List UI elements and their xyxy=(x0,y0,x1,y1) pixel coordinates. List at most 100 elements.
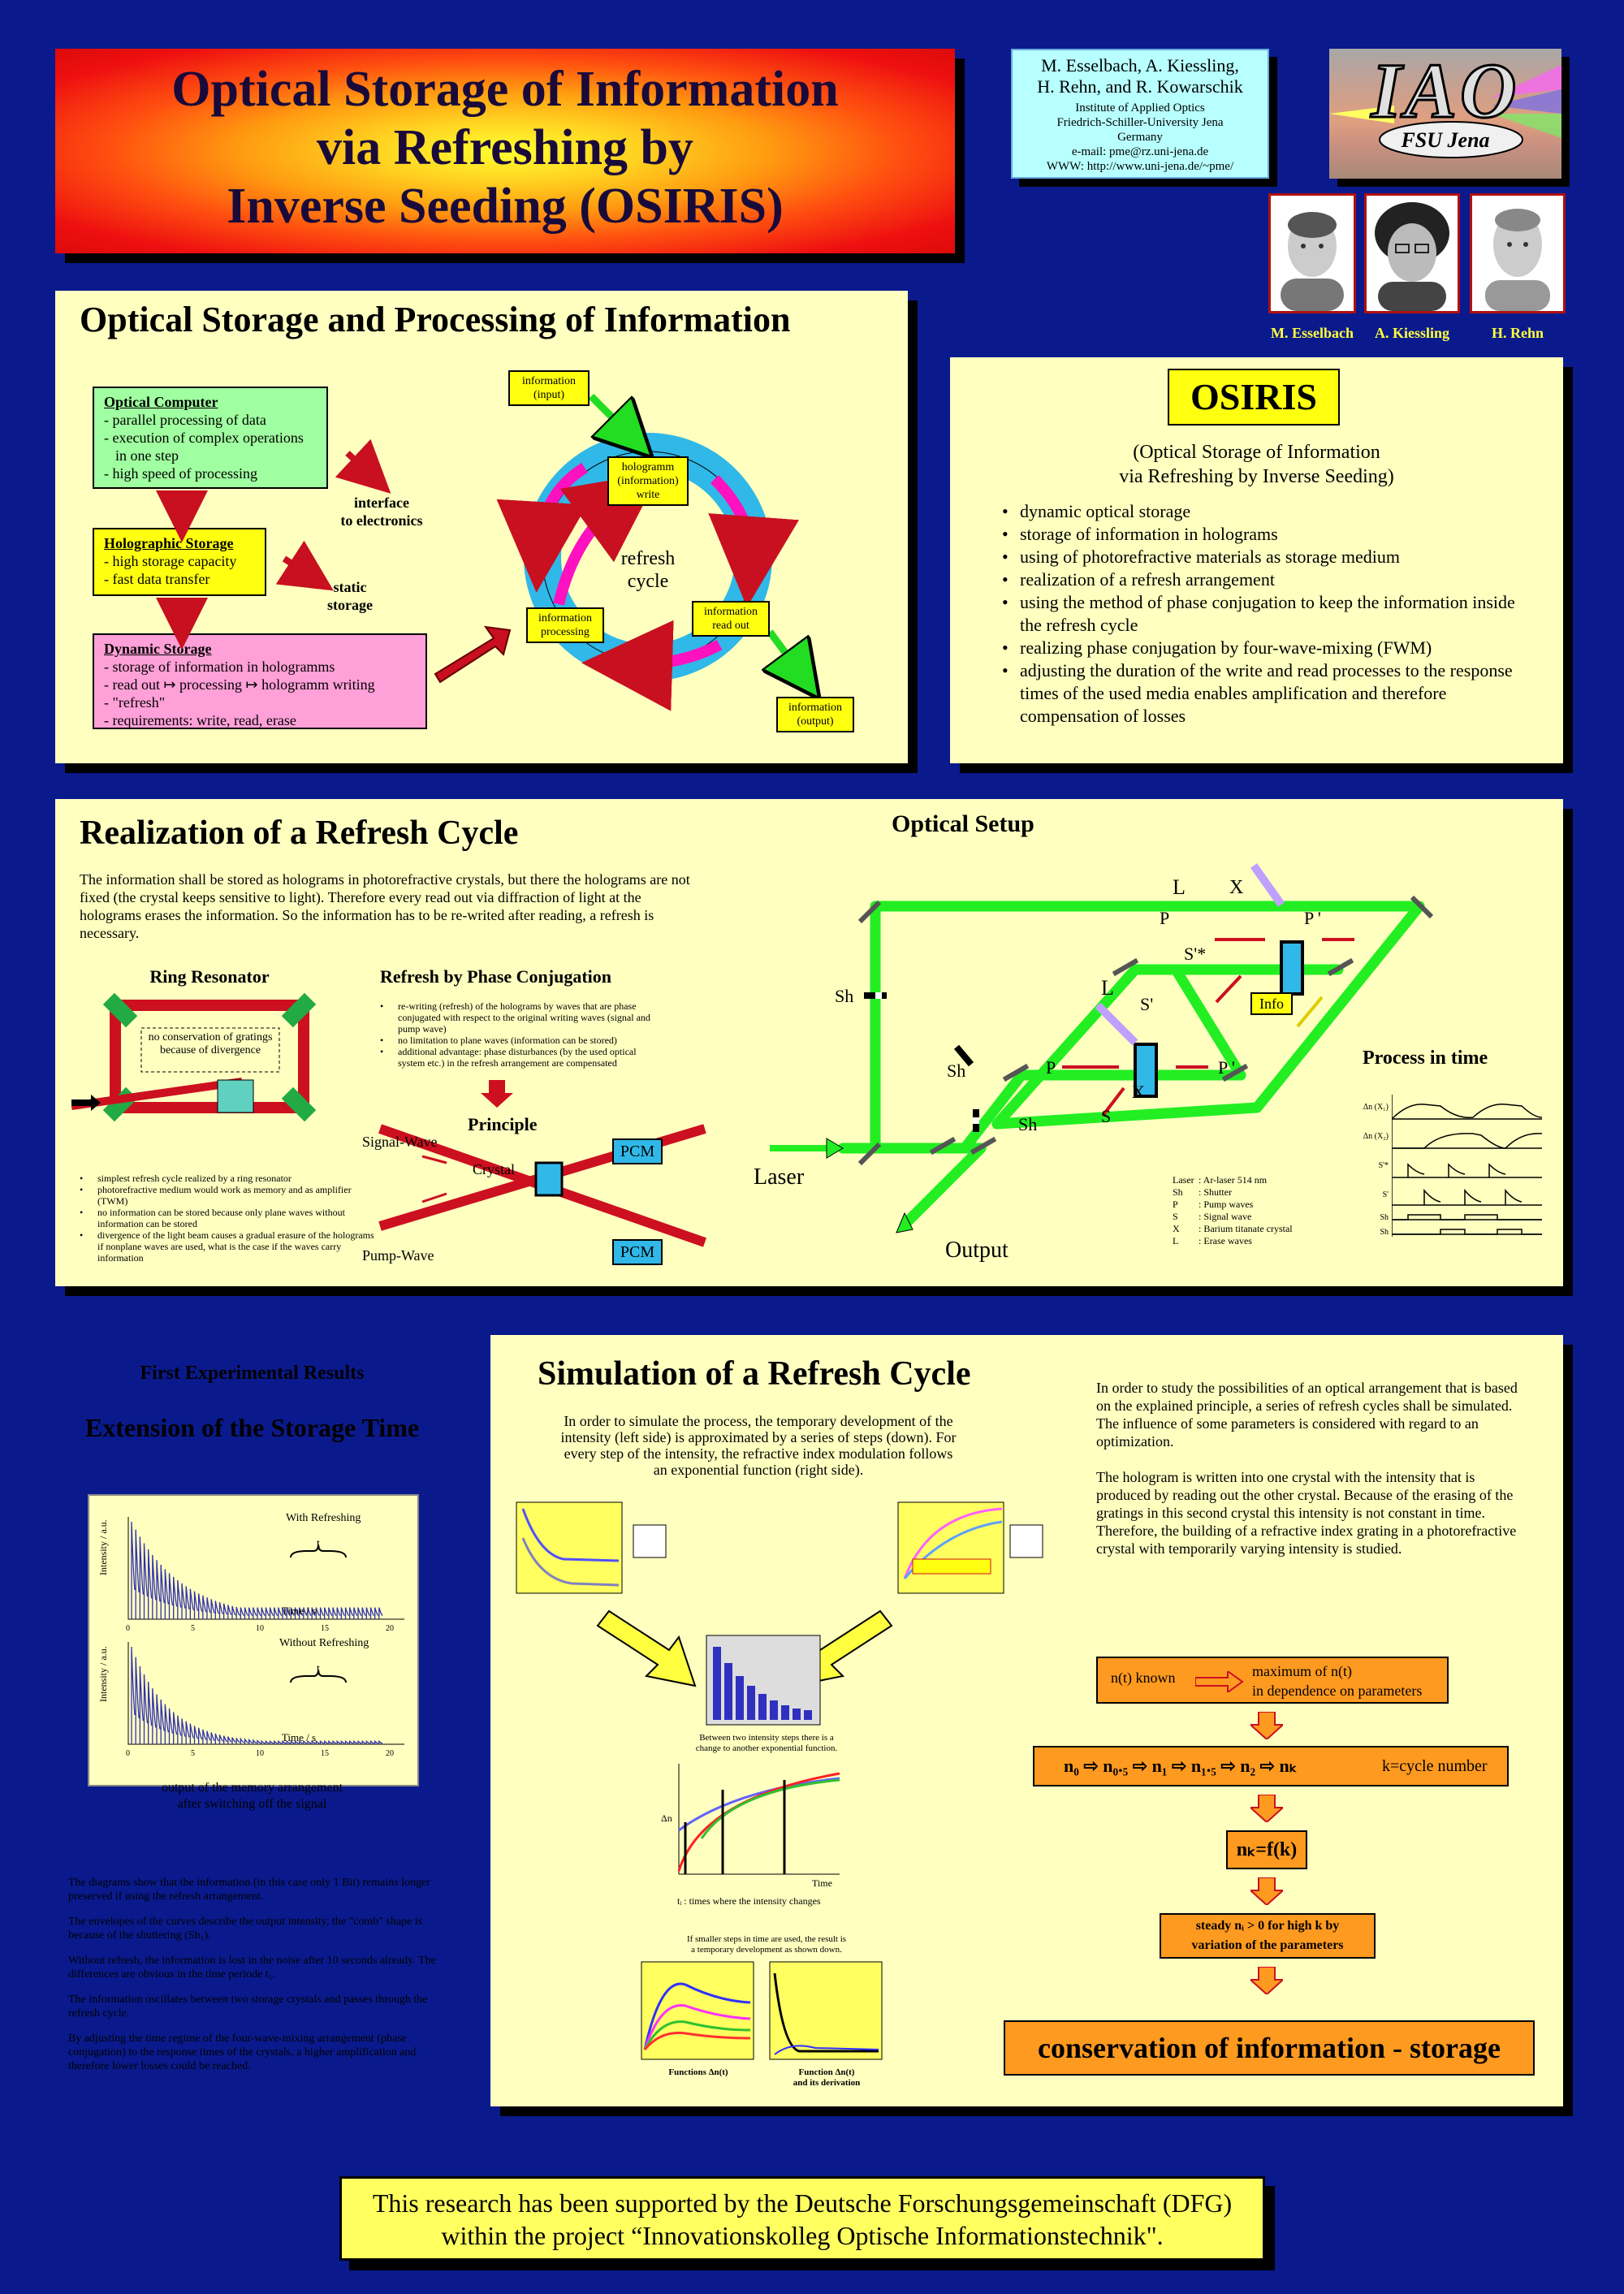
principle-diagram xyxy=(378,1080,706,1247)
dynamic-item: - requirements: write, read, erase xyxy=(104,712,296,728)
setup-legend: Laser: Ar-laser 514 nm Sh: Shutter P: Pu… xyxy=(1173,1174,1293,1247)
legend-row: Sh: Shutter xyxy=(1173,1186,1293,1199)
optical-computer-title: Optical Computer xyxy=(104,394,218,410)
section2-heading: Realization of a Refresh Cycle xyxy=(80,814,519,852)
ring-note: no conservation of gratings because of d… xyxy=(148,1031,273,1056)
chart-with-t-label: t xyxy=(317,1538,320,1550)
setup-X-top: X xyxy=(1229,877,1244,898)
legend-val: : Signal wave xyxy=(1199,1211,1252,1222)
section3-heading2: Extension of the Storage Time xyxy=(84,1413,420,1442)
process-label: S' xyxy=(1382,1190,1389,1199)
cycle-output-box: information (output) xyxy=(776,697,854,732)
panel-refresh-cycle: Realization of a Refresh Cycle The infor… xyxy=(55,799,1563,1286)
x-tick-label: 5 xyxy=(191,1624,195,1633)
title-line-3: Inverse Seeding (OSIRIS) xyxy=(227,179,784,234)
osiris-bullet: using the method of phase conjugation to… xyxy=(1002,591,1522,637)
legend-row: L: Erase waves xyxy=(1173,1235,1293,1247)
legend-val: : Erase waves xyxy=(1199,1235,1252,1246)
photo-caption-2: A. Kiessling xyxy=(1374,325,1449,341)
setup-output-label: Output xyxy=(945,1238,1009,1263)
osiris-bullet: dynamic optical storage xyxy=(1002,500,1522,523)
functions-label: Functions Δn(t) xyxy=(668,2067,728,2077)
optical-computer-item: - high speed of processing xyxy=(104,465,257,482)
setup-Pp-bottom: P ' xyxy=(1218,1057,1235,1078)
process-label: S'* xyxy=(1378,1161,1389,1170)
setup-Sp-label: S' xyxy=(1140,994,1154,1014)
legend-val: : Ar-laser 514 nm xyxy=(1199,1174,1268,1186)
setup-info-label: Info xyxy=(1250,992,1293,1015)
t1-brace xyxy=(290,1544,347,1558)
x-tick-label: 10 xyxy=(256,1624,264,1633)
section4-intro: In order to simulate the process, the te… xyxy=(560,1413,957,1478)
section4-right-p1: In order to study the possibilities of a… xyxy=(1096,1380,1518,1449)
ring-bullet: photorefractive medium would work as mem… xyxy=(80,1184,380,1207)
flow-nk-box: nₖ=f(k) xyxy=(1226,1830,1307,1869)
setup-Sstar-label: S'* xyxy=(1184,944,1207,964)
smaller-label: If smaller steps in time are used, the r… xyxy=(686,1934,847,1955)
osiris-subtitle-2: via Refreshing by Inverse Seeding) xyxy=(1119,466,1394,487)
holographic-item: - fast data transfer xyxy=(104,571,210,587)
optical-computer-item: in one step xyxy=(115,447,179,464)
osiris-bullets: dynamic optical storage storage of infor… xyxy=(1002,500,1522,728)
t1-brace xyxy=(290,1669,347,1683)
times-label: tᵢ : times where the intensity changes xyxy=(677,1895,821,1907)
cycle-write-box: hologramm (information) write xyxy=(607,456,689,506)
email[interactable]: e-mail: pme@rz.uni-jena.de xyxy=(1071,145,1209,158)
pump-wave-label: Pump-Wave xyxy=(362,1247,434,1264)
ring-bullet: divergence of the light beam causes a gr… xyxy=(80,1229,380,1264)
osiris-bullet: adjusting the duration of the write and … xyxy=(1002,659,1522,728)
section1-arrows xyxy=(156,393,908,711)
pc-bullet: additional advantage: phase disturbances… xyxy=(380,1046,664,1069)
ring-bullet: no information can be stored because onl… xyxy=(80,1207,380,1229)
legend-key: Sh xyxy=(1173,1186,1183,1198)
legend-row: X: Barium titanate crystal xyxy=(1173,1223,1293,1235)
country: Germany xyxy=(1117,131,1163,144)
optical-computer-item: - parallel processing of data xyxy=(104,412,266,428)
x-tick-label: 5 xyxy=(191,1749,195,1758)
osiris-subtitle-1: (Optical Storage of Information xyxy=(1133,442,1380,463)
experiment-charts-frame xyxy=(88,1494,419,1786)
dynamic-item: - storage of information in hologramms xyxy=(104,659,335,675)
ring-resonator-diagram xyxy=(71,992,317,1122)
authors-names-1: M. Esselbach, A. Kiessling, xyxy=(1041,55,1239,76)
setup-L-bottom: L xyxy=(1101,976,1114,1000)
section2-intro: The information shall be stored as holog… xyxy=(80,871,690,941)
section3-heading1: First Experimental Results xyxy=(140,1363,365,1384)
flow-down-arrow-1 xyxy=(1248,1711,1285,1743)
section3-para: By adjusting the time regime of the four… xyxy=(68,2033,417,2072)
footer-acknowledgement: This research has been supported by the … xyxy=(339,2176,1265,2261)
charts-caption: output of the memory arrangement after s… xyxy=(161,1781,343,1811)
section3-para: The diagrams show that the information (… xyxy=(68,1877,430,1903)
process-heading: Process in time xyxy=(1363,1048,1488,1069)
process-label: Sh xyxy=(1380,1228,1389,1237)
setup-laser-label: Laser xyxy=(754,1164,805,1190)
interface-label: interface to electronics xyxy=(340,495,423,529)
intensity-series xyxy=(131,1521,383,1619)
legend-val: : Pump waves xyxy=(1199,1199,1254,1210)
simulation-diagram xyxy=(516,1501,1043,2060)
pcm-box-top: PCM xyxy=(612,1138,663,1164)
dn-axis-label: Δn xyxy=(661,1812,672,1824)
osiris-bullet: using of photorefractive materials as st… xyxy=(1002,546,1522,568)
x-tick-label: 15 xyxy=(321,1624,329,1633)
section3-paras: The diagrams show that the information (… xyxy=(68,1876,442,2073)
setup-heading: Optical Setup xyxy=(892,810,1034,837)
panel-optical-storage: Optical Storage and Processing of Inform… xyxy=(55,291,908,763)
x-tick-label: 20 xyxy=(386,1624,394,1633)
time-axis-label: Time xyxy=(812,1877,832,1889)
osiris-bullet: realizing phase conjugation by four-wave… xyxy=(1002,637,1522,659)
panel-osiris: OSIRIS (Optical Storage of Information v… xyxy=(950,357,1563,763)
flow-known-arrow xyxy=(1195,1671,1244,1692)
osiris-title: OSIRIS xyxy=(1168,369,1340,426)
ring-bullets: simplest refresh cycle realized by a rin… xyxy=(80,1173,380,1264)
chart-with-title: With Refreshing xyxy=(286,1512,361,1524)
principle-label: Principle xyxy=(468,1114,538,1134)
signal-wave-label: Signal-Wave xyxy=(362,1134,438,1150)
pc-bullet: no limitation to plane waves (informatio… xyxy=(380,1035,664,1046)
cycle-processing-box: information processing xyxy=(526,607,604,643)
www-link[interactable]: WWW: http://www.uni-jena.de/~pme/ xyxy=(1046,160,1234,173)
setup-Pp-top: P ' xyxy=(1304,908,1321,928)
section1-heading: Optical Storage and Processing of Inform… xyxy=(80,300,791,339)
authors-box: M. Esselbach, A. Kiessling, H. Rehn, and… xyxy=(1011,49,1269,179)
